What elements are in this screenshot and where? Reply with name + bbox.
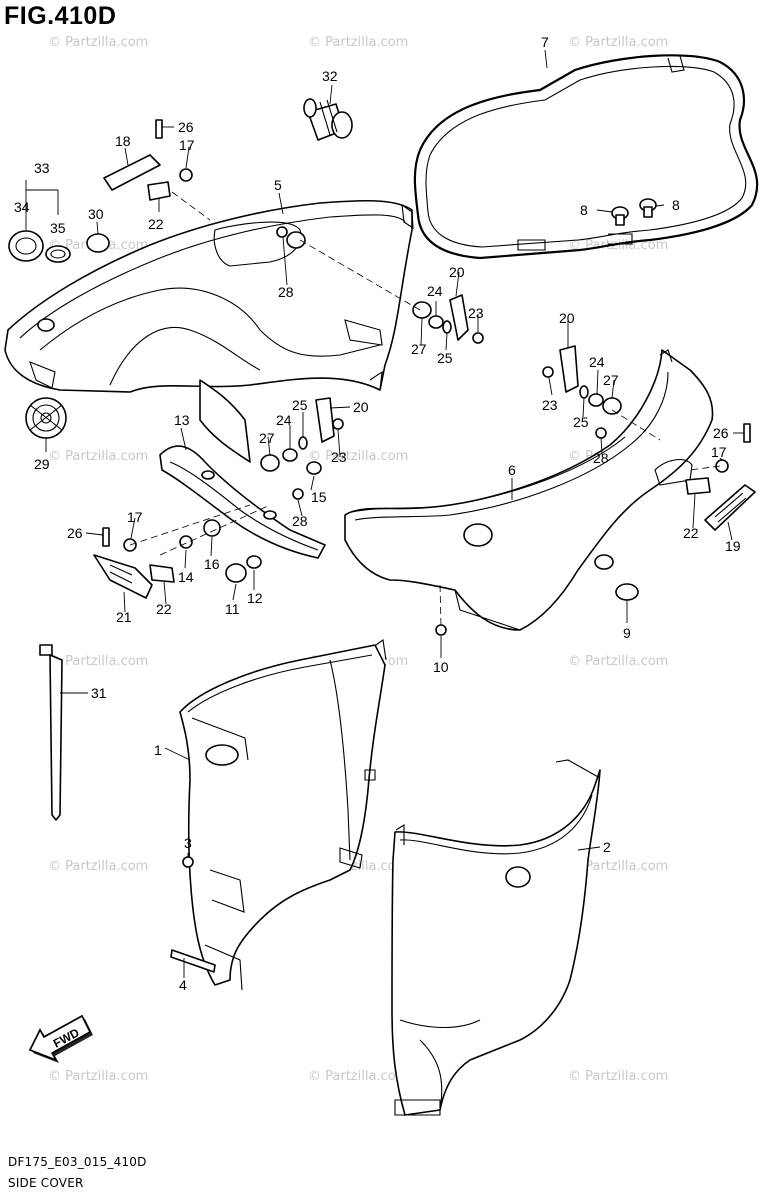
callout-16: 16 — [204, 556, 220, 572]
watermark: © Partzilla.com — [308, 449, 408, 464]
part-seal-ring — [413, 54, 759, 260]
callout-27a: 27 — [411, 341, 427, 357]
callout-2: 2 — [603, 839, 611, 855]
callout-6: 6 — [508, 462, 516, 478]
part-grommets — [611, 198, 657, 226]
callout-17b: 17 — [127, 509, 143, 525]
callout-14: 14 — [178, 569, 194, 585]
watermark: © Partzilla.com — [48, 859, 148, 874]
callout-23a: 23 — [468, 305, 484, 321]
part-lower-cover-right — [391, 759, 601, 1116]
callout-3: 3 — [184, 835, 192, 851]
figure-code: DF175_E03_015_410D — [8, 1155, 147, 1169]
callout-18: 18 — [115, 133, 131, 149]
callout-17c: 17 — [711, 444, 727, 460]
part-plug-32 — [303, 98, 353, 141]
part-grommet-9 — [615, 583, 639, 601]
callout-24a: 24 — [427, 283, 443, 299]
callout-28a: 28 — [278, 284, 294, 300]
callout-7: 7 — [541, 34, 549, 50]
callout-32: 32 — [322, 68, 338, 84]
part-cable-tie — [39, 644, 63, 821]
callout-1: 1 — [154, 742, 162, 758]
callout-17a: 17 — [179, 137, 195, 153]
callout-8b: 8 — [672, 197, 680, 213]
figure-name: SIDE COVER — [8, 1176, 84, 1190]
watermark: © Partzilla.com — [568, 859, 668, 874]
callout-9: 9 — [623, 625, 631, 641]
callout-25c: 25 — [292, 397, 308, 413]
callout-24c: 24 — [276, 412, 292, 428]
callout-28c: 28 — [593, 450, 609, 466]
watermark: © Partzilla.com — [568, 1069, 668, 1084]
callout-31: 31 — [91, 685, 107, 701]
callout-34: 34 — [14, 199, 30, 215]
callout-28b: 28 — [292, 513, 308, 529]
watermark: © Partzilla.com — [308, 1069, 408, 1084]
forward-arrow-icon: FWD — [28, 1014, 93, 1063]
callout-23c: 23 — [331, 449, 347, 465]
callout-19: 19 — [725, 538, 741, 554]
leader-lines — [25, 49, 744, 978]
part-grommet-assembly-33 — [8, 230, 110, 263]
watermark: © Partzilla.com — [308, 35, 408, 50]
callout-22c: 22 — [683, 525, 699, 541]
callout-26c: 26 — [713, 425, 729, 441]
part-upper-side-cover — [4, 199, 414, 393]
part-grommet-29 — [25, 397, 67, 439]
watermark: © Partzilla.com — [48, 35, 148, 50]
callout-20b: 20 — [559, 310, 575, 326]
callout-25a: 25 — [437, 350, 453, 366]
assembly-lines — [129, 191, 721, 626]
callout-24b: 24 — [589, 354, 605, 370]
figure-title: FIG.410D — [4, 2, 117, 30]
callout-21: 21 — [116, 609, 132, 625]
callout-23b: 23 — [542, 397, 558, 413]
watermark: © Partzilla.com — [48, 654, 148, 669]
callout-12: 12 — [247, 590, 263, 606]
callout-27c: 27 — [259, 430, 275, 446]
callout-27b: 27 — [603, 372, 619, 388]
callout-15: 15 — [311, 489, 327, 505]
part-right-side-cover — [344, 349, 714, 631]
callout-30: 30 — [88, 206, 104, 222]
callout-11: 11 — [225, 601, 240, 617]
callout-labels: 1 2 3 4 5 6 7 8 8 9 10 11 12 13 14 15 16… — [14, 34, 741, 993]
callout-26b: 26 — [67, 525, 83, 541]
callout-20a: 20 — [449, 264, 465, 280]
callout-22b: 22 — [156, 601, 172, 617]
watermark: © Partzilla.com — [48, 449, 148, 464]
callout-29: 29 — [34, 456, 50, 472]
watermark: © Partzilla.com — [568, 654, 668, 669]
callout-13: 13 — [174, 412, 190, 428]
part-lower-cover-left — [179, 639, 387, 991]
callout-33: 33 — [34, 160, 50, 176]
part-handles — [93, 154, 756, 599]
callout-26a: 26 — [178, 119, 194, 135]
callout-20c: 20 — [353, 399, 369, 415]
watermark: © Partzilla.com — [568, 35, 668, 50]
callout-35: 35 — [50, 220, 66, 236]
callout-8a: 8 — [580, 202, 588, 218]
callout-25b: 25 — [573, 414, 589, 430]
callout-22a: 22 — [148, 216, 164, 232]
callout-4: 4 — [179, 977, 187, 993]
callout-5: 5 — [274, 177, 282, 193]
watermark: © Partzilla.com — [48, 1069, 148, 1084]
callout-10: 10 — [433, 659, 449, 675]
part-front-lower-cover — [159, 379, 326, 559]
